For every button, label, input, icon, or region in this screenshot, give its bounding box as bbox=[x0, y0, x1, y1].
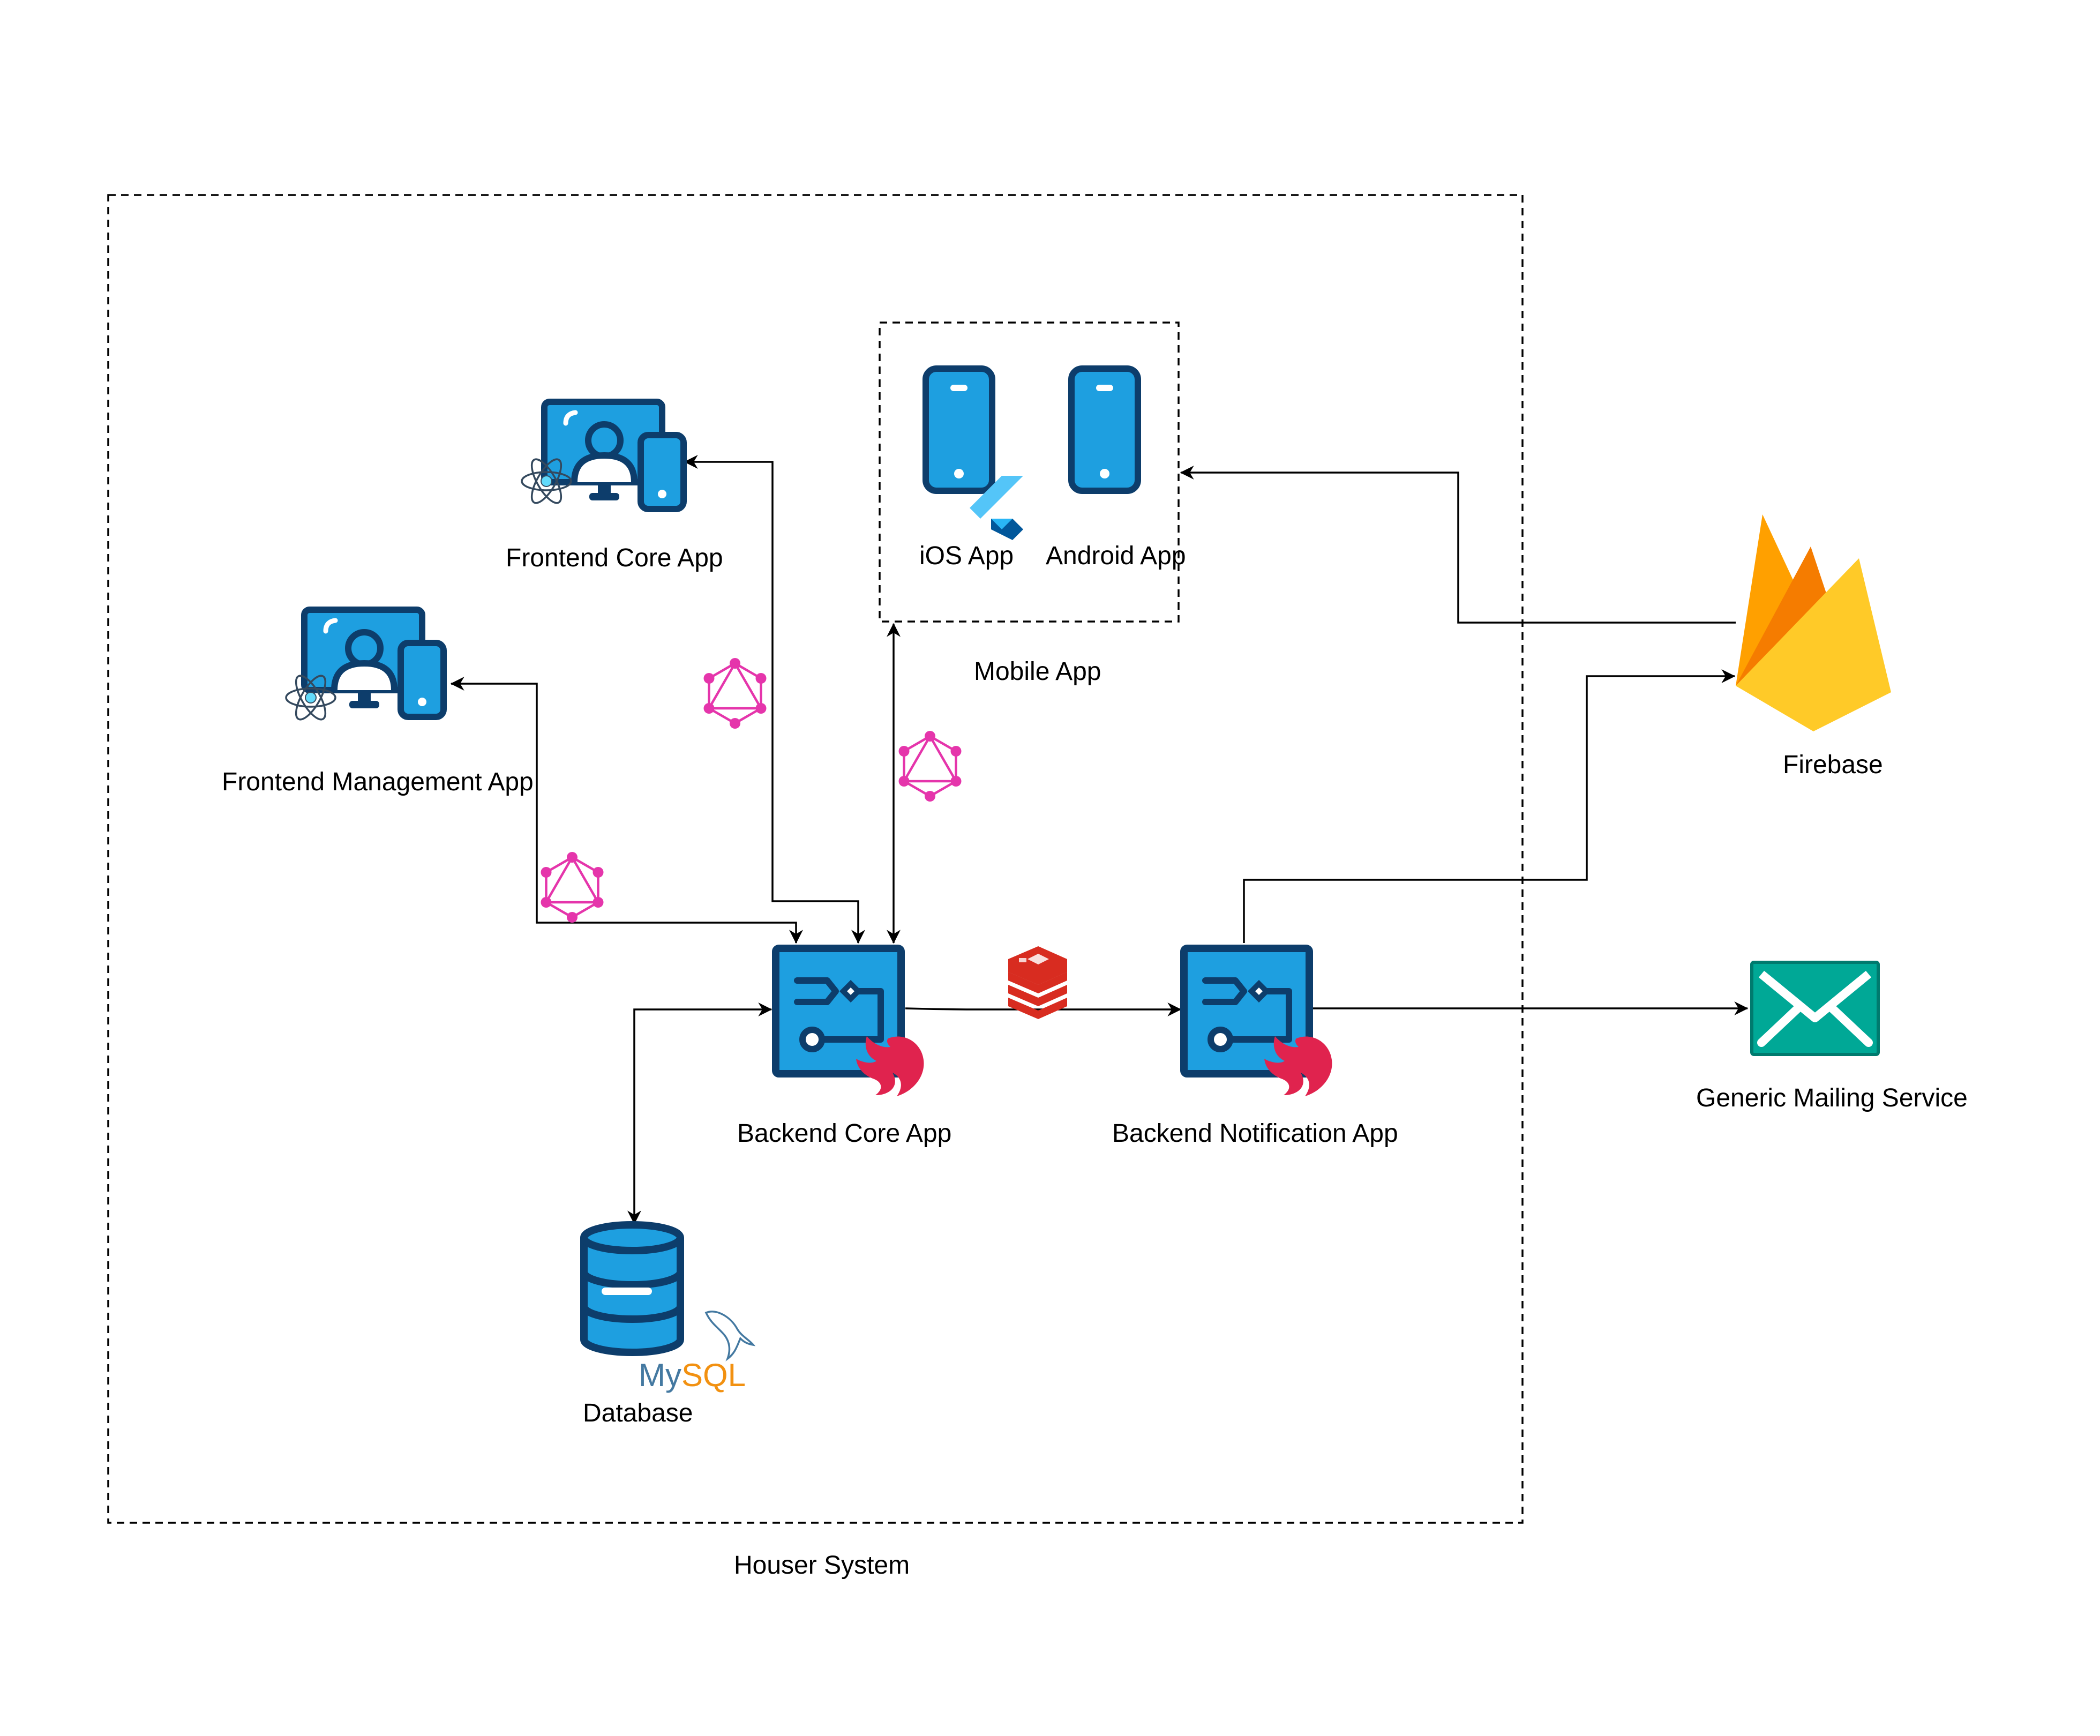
connector-database-backend-core bbox=[627, 1002, 772, 1225]
frontend-management-label: Frontend Management App bbox=[222, 768, 534, 796]
houser-system-label: Houser System bbox=[734, 1551, 910, 1580]
graphql-icon bbox=[899, 731, 962, 802]
mysql-logo-icon bbox=[704, 1311, 756, 1361]
frontend-core-devices-icon bbox=[544, 402, 684, 509]
mobile-app-group-label: Mobile App bbox=[974, 657, 1101, 686]
mysql-wordmark: MySQL bbox=[639, 1357, 746, 1393]
houser-system-boundary bbox=[107, 194, 1524, 1524]
backend-notification-label: Backend Notification App bbox=[1112, 1119, 1398, 1148]
frontend-management-devices-icon bbox=[304, 610, 444, 717]
connector-frontend-management-backend-core bbox=[450, 677, 803, 944]
ios-phone-icon bbox=[926, 369, 992, 491]
connector-backend-core-notification bbox=[905, 1002, 1182, 1016]
mailing-service-label: Generic Mailing Service bbox=[1696, 1084, 1968, 1112]
envelope-icon bbox=[1750, 961, 1880, 1056]
database-label: Database bbox=[583, 1399, 693, 1427]
nestjs-icon bbox=[1264, 1036, 1332, 1096]
database-icon bbox=[580, 1221, 684, 1356]
firebase-label: Firebase bbox=[1783, 751, 1883, 779]
flutter-icon bbox=[970, 476, 1023, 540]
backend-core-label: Backend Core App bbox=[737, 1119, 952, 1148]
connector-frontend-core-backend-core bbox=[684, 455, 865, 944]
firebase-icon bbox=[1736, 514, 1891, 731]
connector-firebase-mobile bbox=[1180, 466, 1736, 624]
graphql-icon bbox=[541, 852, 604, 923]
mobile-app-group-boundary bbox=[879, 321, 1180, 623]
redis-icon bbox=[1008, 946, 1067, 1019]
android-app-label: Android App bbox=[1046, 542, 1186, 570]
android-phone-icon bbox=[1071, 369, 1138, 491]
connector-notification-firebase bbox=[1243, 669, 1736, 943]
frontend-core-label: Frontend Core App bbox=[506, 544, 723, 572]
graphql-icon bbox=[704, 658, 767, 729]
nestjs-icon bbox=[856, 1036, 924, 1096]
ios-app-label: iOS App bbox=[919, 542, 1014, 570]
